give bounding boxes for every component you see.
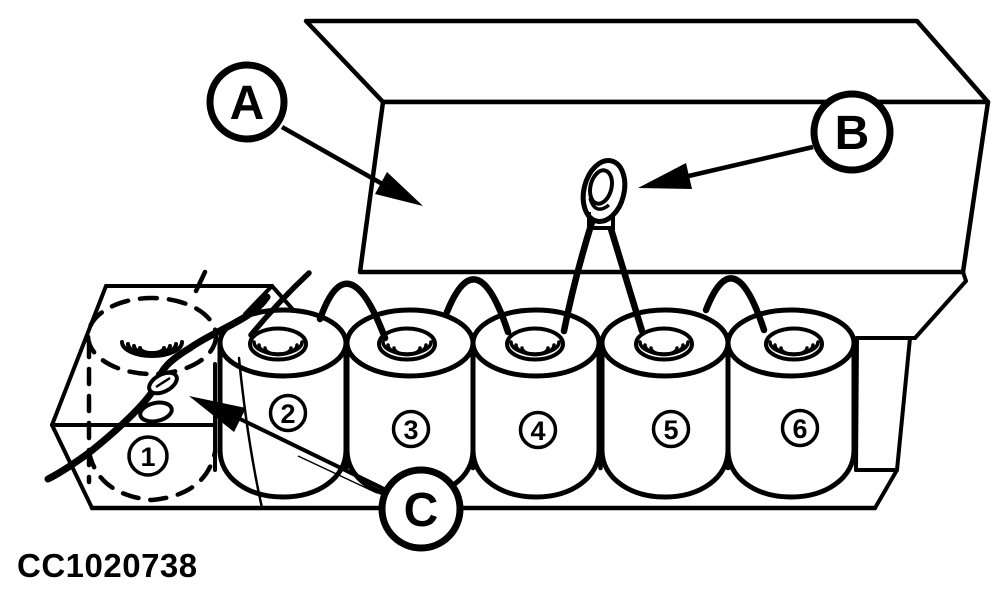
cylinder-6-threads [768,340,820,357]
harness-clip [580,158,628,230]
callout-a: A [206,61,423,206]
wire-stub-under-cover [193,269,208,294]
cylinder-5 [599,307,731,500]
callout-c-label: C [404,484,439,537]
cylinder-6-badge [780,408,820,448]
cylinder-6-number: 6 [792,414,807,444]
callout-b-label: B [835,107,870,160]
left-block-left-edge [50,284,108,427]
wire-into-cylinder-2 [248,270,312,338]
callout-c-arrowhead-icon [189,396,246,432]
clip-base-bracket [587,212,615,230]
cylinder-4-threads [509,340,561,357]
cylinder-2-threads [252,340,304,357]
callout-c-leader [237,416,385,491]
cylinder-creases [344,339,731,471]
cylinder-1-number: 1 [140,442,155,472]
wire-arc-3-4 [443,276,512,336]
cylinder-3-badge [391,409,431,449]
callout-a-circle [206,61,288,143]
cylinder-2-badge [268,393,308,433]
connector-washer [138,400,174,424]
callout-b-circle [810,90,894,174]
cylinder-1-bottom-dashed [86,449,218,503]
cylinder-2-number: 2 [280,399,295,429]
cover-top-face [303,18,991,105]
callout-b-arrowhead-icon [638,163,692,189]
block-right-bevel [873,468,899,510]
callout-b-leader [679,144,814,181]
cylinder-3-threads [381,340,433,357]
cylinder-4 [470,307,602,500]
injector-lead-connector [138,370,179,424]
callout-a-arrowhead-icon [375,172,423,206]
wire-arc-2-3 [316,280,389,342]
wire-arc-5-6 [702,275,768,334]
cylinder-5-threads [638,340,690,357]
block-right-back-edge [913,270,968,340]
cylinder-4-number: 4 [530,416,545,446]
cylinders [217,307,857,500]
callout-c: C [189,396,464,552]
clip-wire-curl [588,197,611,211]
cylinder-number-badges: 1 2 3 4 5 6 [127,393,820,477]
cylinder-5-badge [651,409,691,449]
wire-clip-left-leg [560,218,596,335]
figure-code: CC1020738 [17,547,198,584]
cylinder-3-number: 3 [403,415,418,445]
cylinder-1-bore-threads [120,340,184,358]
callout-c-circle [378,466,464,552]
callout-b: B [638,90,894,189]
clip-inner-loop [588,168,614,206]
left-block-corner-left-leg [243,284,274,316]
cylinder-5-number: 5 [663,415,678,445]
block-right-slant-edge [895,336,912,472]
cylinder-4-badge [518,410,558,450]
callout-c-leader-taper [297,455,378,494]
cylinder-6 [725,307,857,500]
wire-hanging-lead [237,356,264,510]
connector-slot [155,376,171,389]
callout-a-leader [280,125,395,192]
cylinder-1-top-rim-dashed [85,295,219,377]
wire-clip-right-leg [607,225,646,335]
cylinder-1-dashed [85,295,219,503]
cylinder-1-badge [127,435,169,477]
callout-a-label: A [230,77,265,130]
